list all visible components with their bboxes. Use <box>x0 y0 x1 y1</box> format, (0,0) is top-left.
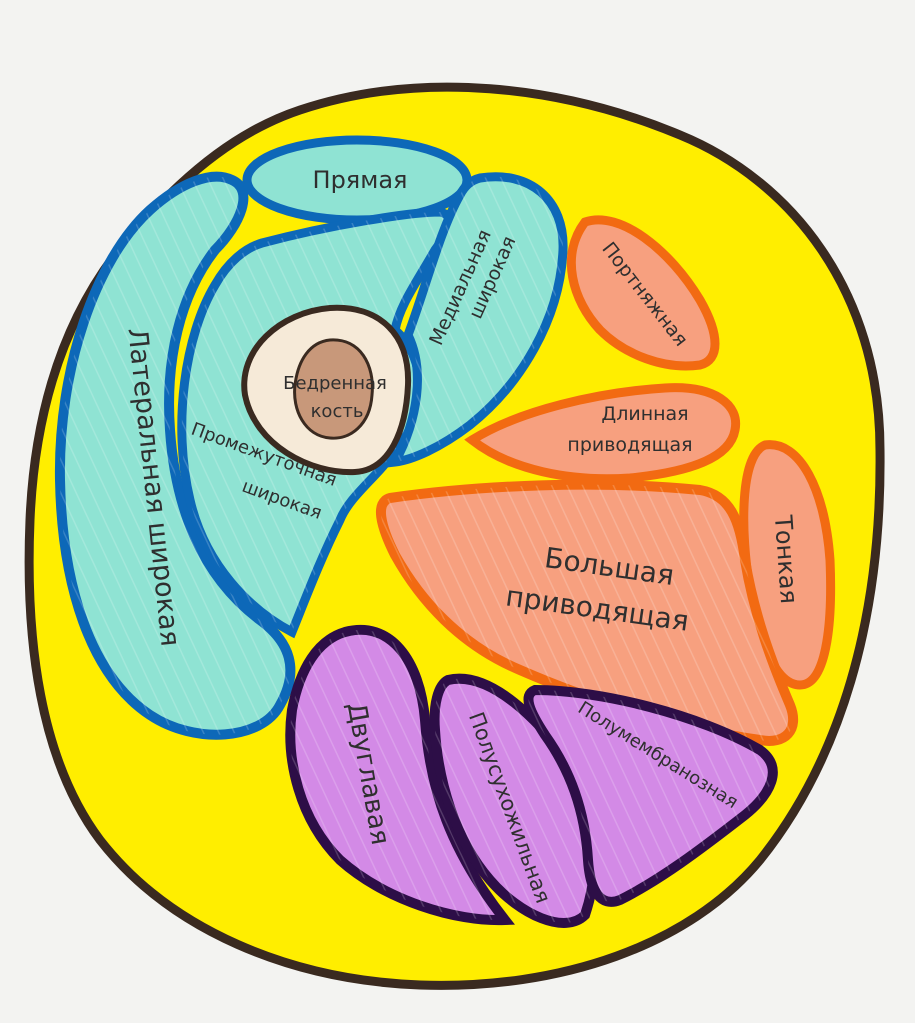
semimembranosus-texture <box>528 690 773 902</box>
vastus-lateralis-texture <box>59 176 291 735</box>
label-gracilis: Тонкая <box>769 513 803 604</box>
label-adductor-longus-line1: Длинная <box>601 403 688 425</box>
adductor-longus-muscle <box>464 383 741 484</box>
adductor-magnus-texture <box>380 484 794 741</box>
semitendinosus-texture <box>434 678 596 923</box>
label-femur-line2: кость <box>311 401 364 422</box>
label-femur-line1: Бедренная <box>283 373 387 394</box>
sartorius-muscle <box>567 215 720 371</box>
label-adductor-longus-line2: приводящая <box>567 434 692 456</box>
biceps-femoris-texture <box>290 629 505 921</box>
label-rectus: Прямая <box>313 166 408 194</box>
vastus-medialis-texture <box>395 176 564 462</box>
bone-marrow <box>293 338 374 440</box>
